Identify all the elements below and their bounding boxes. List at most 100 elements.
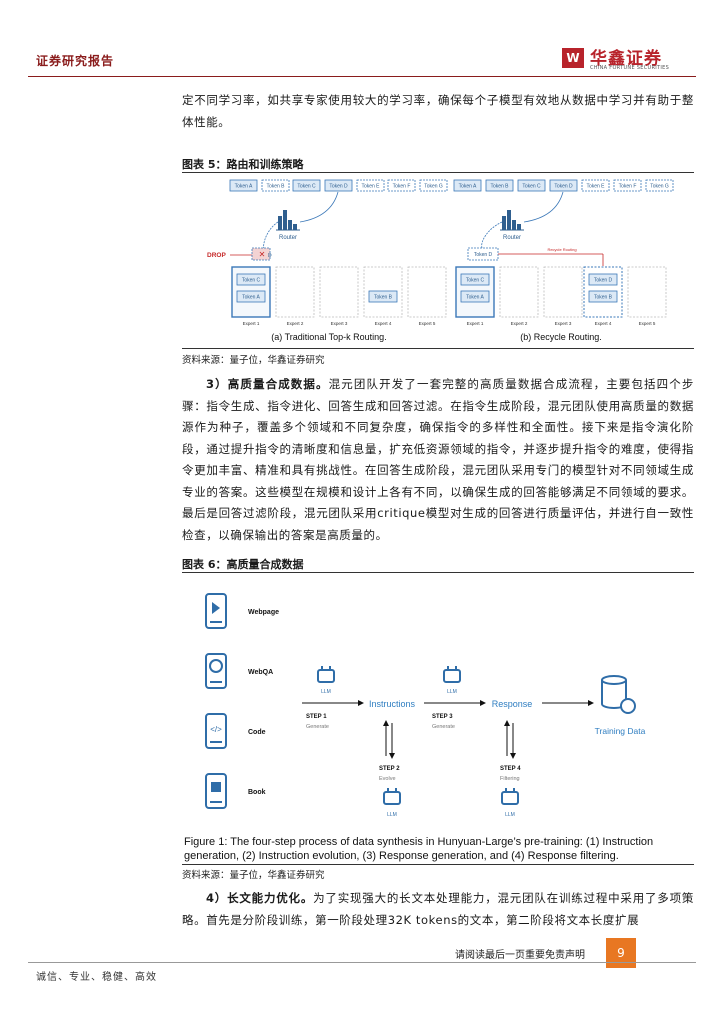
figure5-bottom-rule: [182, 348, 694, 349]
left-expert-5: Expert 5: [419, 321, 436, 326]
footer-divider: [28, 962, 696, 963]
svg-text:✕: ✕: [259, 250, 266, 259]
left-e4-token1: Token B: [374, 295, 393, 301]
llm-label-1: LLM: [321, 689, 331, 695]
section3-text: 混元团队开发了一套完整的高质量数据合成流程，主要包括四个步骤：指令生成、指令进化…: [182, 377, 694, 542]
left-token-f: Token F: [393, 184, 411, 190]
figure5-caption: 图表 5：路由和训练策略: [182, 158, 304, 171]
source-code: Code: [248, 729, 266, 736]
left-token-b: Token B: [266, 184, 285, 190]
training-data-node: Training Data: [595, 726, 646, 736]
left-token-a: Token A: [235, 184, 253, 190]
right-expert-3: Expert 3: [555, 321, 572, 326]
webpage-icon: [205, 593, 227, 629]
book-icon: [205, 773, 227, 809]
footer-motto: 诚信、专业、稳健、高效: [36, 972, 157, 983]
figure5-source: 资料来源：量子位，华鑫证券研究: [182, 355, 325, 366]
left-token-g: Token G: [424, 184, 443, 190]
page-number: 9: [606, 938, 636, 968]
step2-label: STEP 2: [379, 766, 400, 772]
right-panel-title: (b) Recycle Routing.: [520, 332, 602, 342]
report-type-label: 证券研究报告: [36, 54, 115, 68]
step1-sub: Generate: [306, 724, 329, 730]
source-webqa: WebQA: [248, 669, 273, 676]
left-e1-token1: Token C: [242, 278, 261, 284]
recycle-routing-panel: Token A Token B Token C Token D Token E …: [453, 179, 674, 342]
right-router-icon: [500, 210, 524, 231]
right-token-b: Token B: [490, 184, 509, 190]
step4-label: STEP 4: [500, 766, 521, 772]
figure6-caption: 图表 6：高质量合成数据: [182, 558, 304, 571]
figure6-synthesis-diagram: </> Webpage WebQA Code Book LLM LLM LLM …: [184, 593, 653, 862]
step3-sub: Generate: [432, 724, 455, 730]
left-token-c: Token C: [297, 184, 316, 190]
right-expert-2: Expert 2: [511, 321, 528, 326]
brand-logo-subtext: CHINA FORTUNE SECURITIES: [590, 65, 670, 71]
llm-robot-icon-3: [383, 788, 401, 805]
section4-text: 为了实现强大的长文本处理能力，混元团队在训练过程中采用了多项策略。首先是分阶段训…: [182, 891, 694, 927]
right-e1-token2: Token A: [466, 295, 484, 301]
figure6-caption-rule: [182, 572, 694, 573]
right-token-a: Token A: [459, 184, 477, 190]
section4-paragraph: 4）长文能力优化。为了实现强大的长文本处理能力，混元团队在训练过程中采用了多项策…: [182, 888, 694, 931]
llm-robot-icon-1: [317, 666, 335, 683]
llm-label-4: LLM: [505, 812, 515, 818]
dropped-token: D: [268, 253, 272, 259]
source-webpage: Webpage: [248, 609, 279, 616]
figure6-caption-line1: Figure 1: The four-step process of data …: [184, 836, 653, 848]
left-expert-4: Expert 4: [375, 321, 392, 326]
disclaimer-note: 请阅读最后一页重要免责声明: [455, 950, 585, 961]
left-token-e: Token E: [361, 184, 380, 190]
recycled-token: Token D: [474, 252, 493, 258]
right-token-c: Token C: [522, 184, 541, 190]
step4-sub: Filtering: [500, 776, 520, 782]
right-token-g: Token G: [650, 184, 669, 190]
right-token-e: Token E: [586, 184, 605, 190]
intro-paragraph: 定不同学习率，如共享专家使用较大的学习率，确保每个子模型有效地从数据中学习并有助…: [182, 93, 694, 129]
webqa-icon: [205, 653, 227, 689]
figure5-routing-diagram: Token A Token B Token C Token D Token E …: [207, 179, 674, 342]
training-data-icon: [601, 675, 636, 714]
step2-sub: Evolve: [379, 776, 396, 782]
left-token-d: Token D: [329, 184, 348, 190]
llm-label-2: LLM: [447, 689, 457, 695]
llm-robot-icon-2: [443, 666, 461, 683]
traditional-routing-panel: Token A Token B Token C Token D Token E …: [207, 179, 448, 342]
right-expert-1: Expert 1: [467, 321, 484, 326]
left-expert-1: Expert 1: [243, 321, 260, 326]
section3-heading: 3）高质量合成数据。: [206, 377, 329, 391]
right-token-d: Token D: [554, 184, 573, 190]
code-icon: </>: [205, 713, 227, 749]
instructions-node: Instructions: [369, 699, 416, 709]
response-node: Response: [492, 699, 533, 709]
llm-robot-icon-4: [501, 788, 519, 805]
right-e1-token1: Token C: [466, 278, 485, 284]
left-expert-2: Expert 2: [287, 321, 304, 326]
section4-heading: 4）长文能力优化。: [206, 891, 314, 905]
drop-label: DROP: [207, 252, 226, 259]
left-expert-3: Expert 3: [331, 321, 348, 326]
left-e1-token2: Token A: [242, 295, 260, 301]
left-router-label: Router: [279, 235, 297, 241]
right-token-f: Token F: [619, 184, 637, 190]
figure6-source: 资料来源：量子位，华鑫证券研究: [182, 870, 325, 881]
step1-label: STEP 1: [306, 714, 327, 720]
left-router-icon: [276, 210, 300, 231]
right-router-label: Router: [503, 235, 521, 241]
svg-text:</>: </>: [210, 725, 222, 734]
figure6-bottom-rule: [182, 864, 694, 865]
section3-paragraph: 3）高质量合成数据。混元团队开发了一套完整的高质量数据合成流程，主要包括四个步骤…: [182, 374, 694, 546]
brand-logo-icon: W: [562, 48, 584, 68]
right-expert-4: Expert 4: [595, 321, 612, 326]
recycle-routing-label: Recycle Routing: [547, 247, 576, 252]
source-book: Book: [248, 789, 266, 796]
figure5-caption-rule: [182, 172, 694, 173]
step3-label: STEP 3: [432, 714, 453, 720]
left-panel-title: (a) Traditional Top-k Routing.: [271, 332, 386, 342]
header-divider: [28, 76, 696, 77]
right-e4-token2: Token B: [594, 295, 613, 301]
right-e4-token1: Token D: [594, 278, 613, 284]
right-expert-5: Expert 5: [639, 321, 656, 326]
brand-logo-text: 华鑫证券: [590, 49, 662, 69]
llm-label-3: LLM: [387, 812, 397, 818]
